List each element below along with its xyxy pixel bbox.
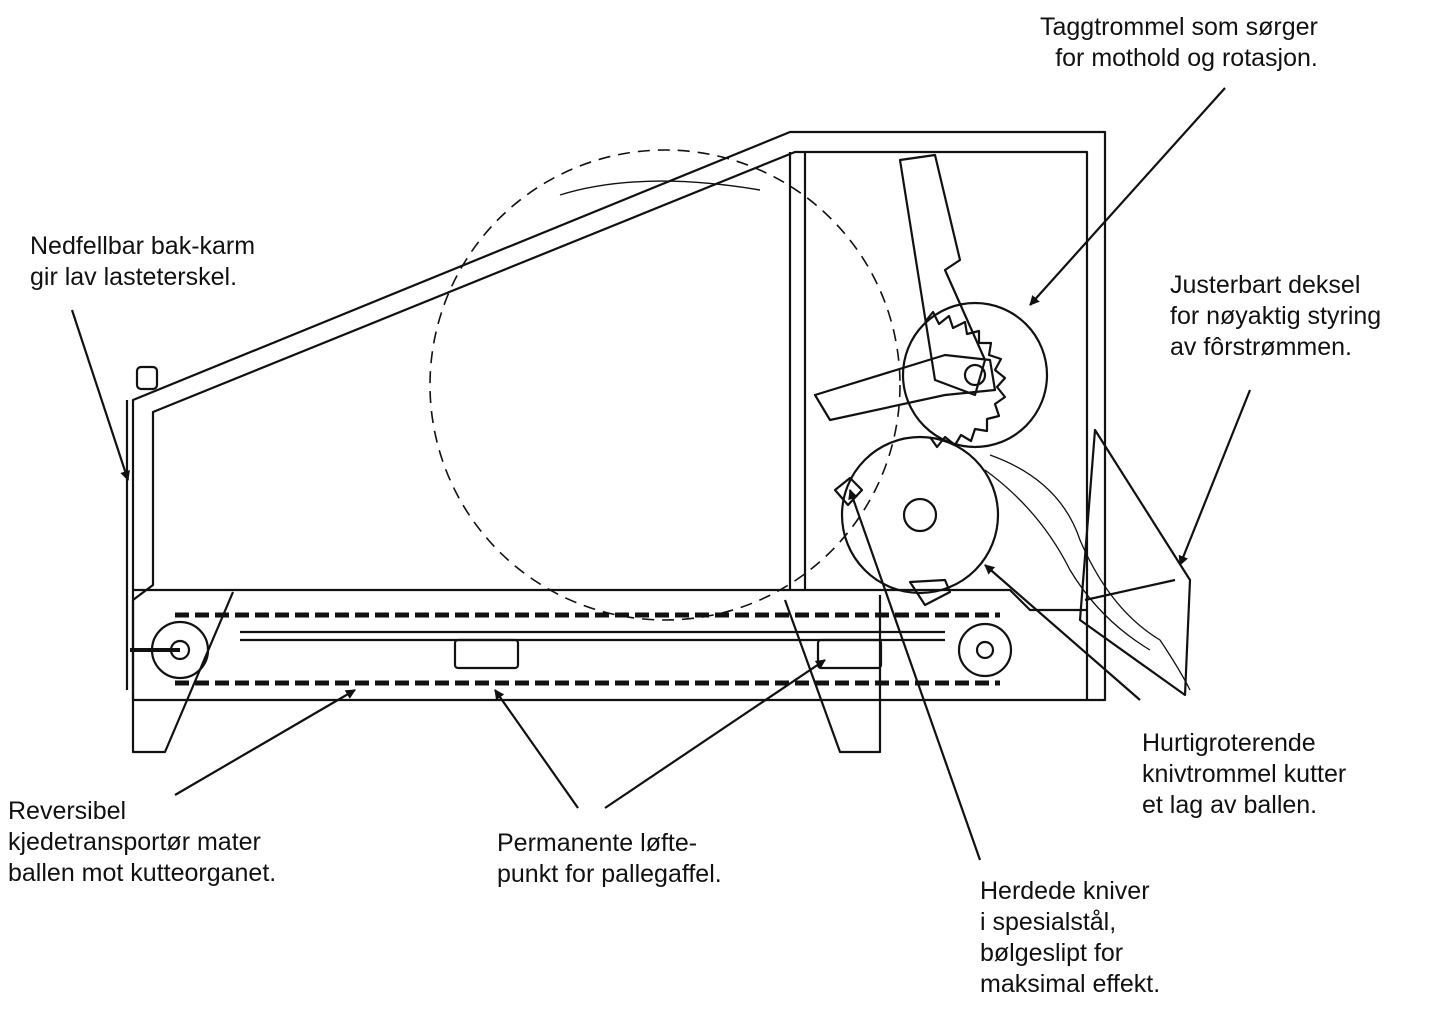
callout-line: bølgeslipt for (980, 939, 1124, 967)
knife-drum-hub (902, 497, 938, 533)
callout-arrow-loftepunkt-right (604, 659, 826, 809)
callout-arrow-kniver (848, 489, 982, 861)
front-sprocket (957, 622, 1013, 678)
callout-line: kjedetransportør mater (8, 828, 261, 856)
front-sprocket-hub (975, 640, 995, 660)
callout-line: gir lav lasteterskel. (30, 263, 238, 291)
feed-flow (989, 454, 1191, 691)
callout-line: Hurtigroterende (1142, 729, 1316, 757)
tooth-drum (901, 301, 1049, 449)
lift-point-right (816, 638, 883, 670)
callout-line: Justerbart deksel (1170, 271, 1361, 299)
callout-line: et lag av ballen. (1142, 791, 1318, 819)
lift-point-left (453, 638, 520, 670)
callout-line: i spesialstål, (980, 908, 1117, 936)
bale-top-shading (559, 180, 761, 196)
callout-taggtrommel: Taggtrommel som sørger for mothold og ro… (1040, 12, 1318, 74)
callout-bak-karm: Nedfellbar bak-karm gir lav lasteterskel… (30, 231, 255, 293)
callout-kjedetransportor: Reversibel kjedetransportør mater ballen… (8, 796, 276, 889)
tooth-drum-arm (898, 153, 987, 397)
bale-outline (429, 149, 901, 621)
adjustable-cover (1078, 428, 1192, 697)
callout-line: punkt for pallegaffel. (497, 860, 722, 888)
callout-line: av fôrstrømmen. (1170, 333, 1352, 361)
callout-arrow-kjedetransportor (174, 689, 356, 796)
drum-hub (963, 363, 987, 387)
knife-drum-blade (833, 476, 864, 507)
callout-line: maksimal effekt. (980, 970, 1161, 998)
back-frame-hinge (135, 365, 159, 391)
callout-deksel: Justerbart deksel for nøyaktig styring a… (1170, 270, 1381, 363)
callout-arrow-loftepunkt-left (494, 689, 579, 809)
callout-line: Herdede kniver (980, 877, 1150, 905)
callout-arrow-deksel (1178, 389, 1252, 566)
callout-line: for nøyaktig styring (1170, 302, 1382, 330)
callout-line: Taggtrommel som sørger (1040, 13, 1318, 41)
tooth-drum-teeth (924, 310, 1007, 449)
front-stand (783, 595, 882, 754)
callout-line: Nedfellbar bak-karm (30, 232, 256, 260)
drum-lever (813, 353, 997, 422)
callout-kniver: Herdede kniver i spesialstål, bølgeslipt… (980, 876, 1160, 1000)
callout-loftepunkt: Permanente løfte- punkt for pallegaffel. (497, 828, 722, 890)
callout-line: Reversibel (8, 797, 127, 825)
callout-arrow-bak-karm (70, 309, 130, 481)
callout-line: for mothold og rotasjon. (1055, 44, 1318, 72)
callout-line: Permanente løfte- (497, 829, 698, 857)
callout-arrow-knivtrommel (984, 564, 1141, 701)
callout-knivtrommel: Hurtigroterende knivtrommel kutter et la… (1142, 728, 1346, 821)
callout-line: ballen mot kutteorganet. (8, 859, 277, 887)
rear-stand (131, 591, 235, 754)
adjustable-cover-slot (1084, 578, 1176, 602)
feed-flow (984, 469, 1151, 651)
knife-drum (840, 435, 1000, 595)
callout-line: knivtrommel kutter (1142, 760, 1347, 788)
knife-drum-blade (908, 578, 952, 607)
callout-arrow-taggtrommel (1029, 87, 1226, 306)
